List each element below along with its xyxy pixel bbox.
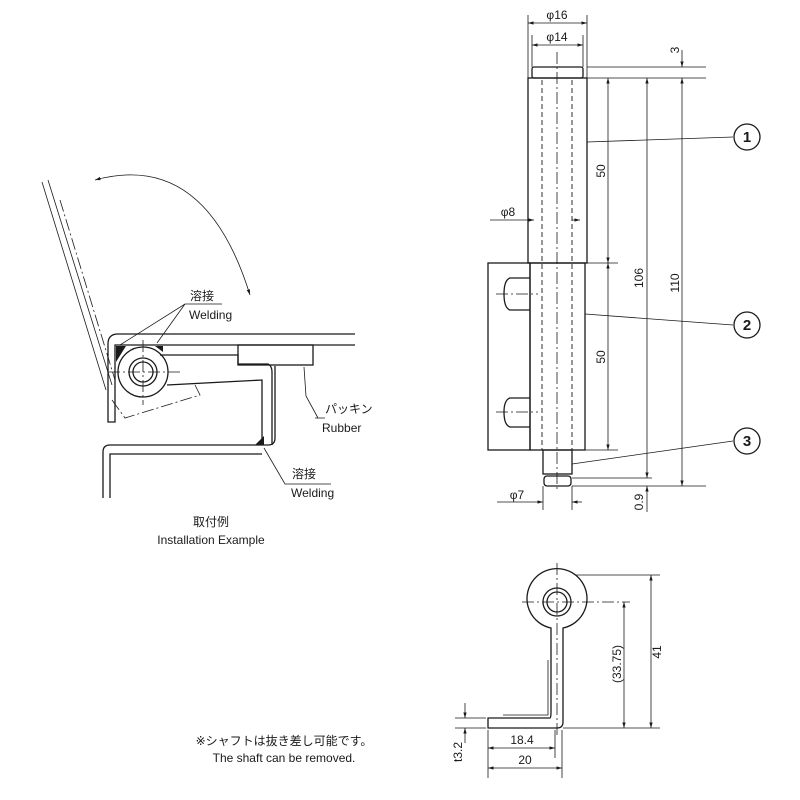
frame [102, 366, 276, 498]
pin-tip [543, 475, 572, 487]
part-callout-3: 3 [733, 427, 761, 455]
svg-text:3: 3 [743, 433, 751, 450]
dim-diameter-7: φ7 [510, 488, 525, 502]
rubber-label-en: Rubber [322, 421, 361, 435]
weld-mark [255, 436, 264, 445]
dim-diameter-14: φ14 [546, 30, 567, 44]
lower-sleeve [529, 262, 586, 451]
swing-arrow [94, 174, 251, 296]
installation-example: 溶接 Welding パッキン Rubber 溶接 Welding 取付例 In… [41, 174, 373, 547]
weld-mark [116, 346, 126, 362]
dim-width-18-4: 18.4 [510, 733, 534, 747]
note-jp: ※シャフトは抜き差し可能です。 [196, 734, 373, 748]
dim-thickness-3-2: t3.2 [451, 742, 465, 762]
open-door-outline [41, 179, 113, 391]
dim-height-41: 41 [650, 645, 664, 659]
rubber-gasket [237, 344, 314, 366]
dim-upper-50: 50 [594, 164, 608, 178]
door-panel [107, 333, 355, 423]
top-cap [531, 66, 584, 79]
welding-label-en: Welding [291, 486, 334, 500]
mount-hole [503, 397, 530, 428]
dim-cap-3: 3 [668, 46, 682, 53]
dim-width-20: 20 [518, 753, 532, 767]
dim-lower-50: 50 [594, 350, 608, 364]
pin [542, 449, 573, 475]
svg-text:2: 2 [743, 317, 751, 334]
part-callout-1: 1 [733, 123, 761, 151]
dim-height-106: 106 [632, 268, 646, 288]
hinge-profile [487, 568, 588, 729]
dim-height-33-75: (33.75) [610, 645, 624, 683]
rubber-label-jp: パッキン [325, 402, 373, 416]
part-callout-2: 2 [733, 311, 761, 339]
side-view: 41 (33.75) 18.4 20 t3.2 [451, 563, 664, 778]
bracket [487, 262, 531, 451]
dim-gap-0-9: 0.9 [632, 493, 646, 510]
welding-label-en: Welding [189, 308, 232, 322]
welding-label-jp: 溶接 [190, 288, 214, 303]
caption-jp: 取付例 [193, 515, 229, 529]
welding-label-jp: 溶接 [292, 466, 316, 481]
svg-text:1: 1 [743, 129, 751, 146]
front-view: φ16 φ14 3 φ8 50 50 106 110 φ7 0.9 1 2 3 [487, 8, 761, 512]
dim-diameter-16: φ16 [546, 8, 567, 22]
upper-sleeve [527, 77, 588, 264]
dim-height-110: 110 [668, 273, 682, 292]
note-en: The shaft can be removed. [213, 751, 356, 765]
caption-en: Installation Example [157, 533, 265, 547]
dim-diameter-8: φ8 [501, 205, 516, 219]
